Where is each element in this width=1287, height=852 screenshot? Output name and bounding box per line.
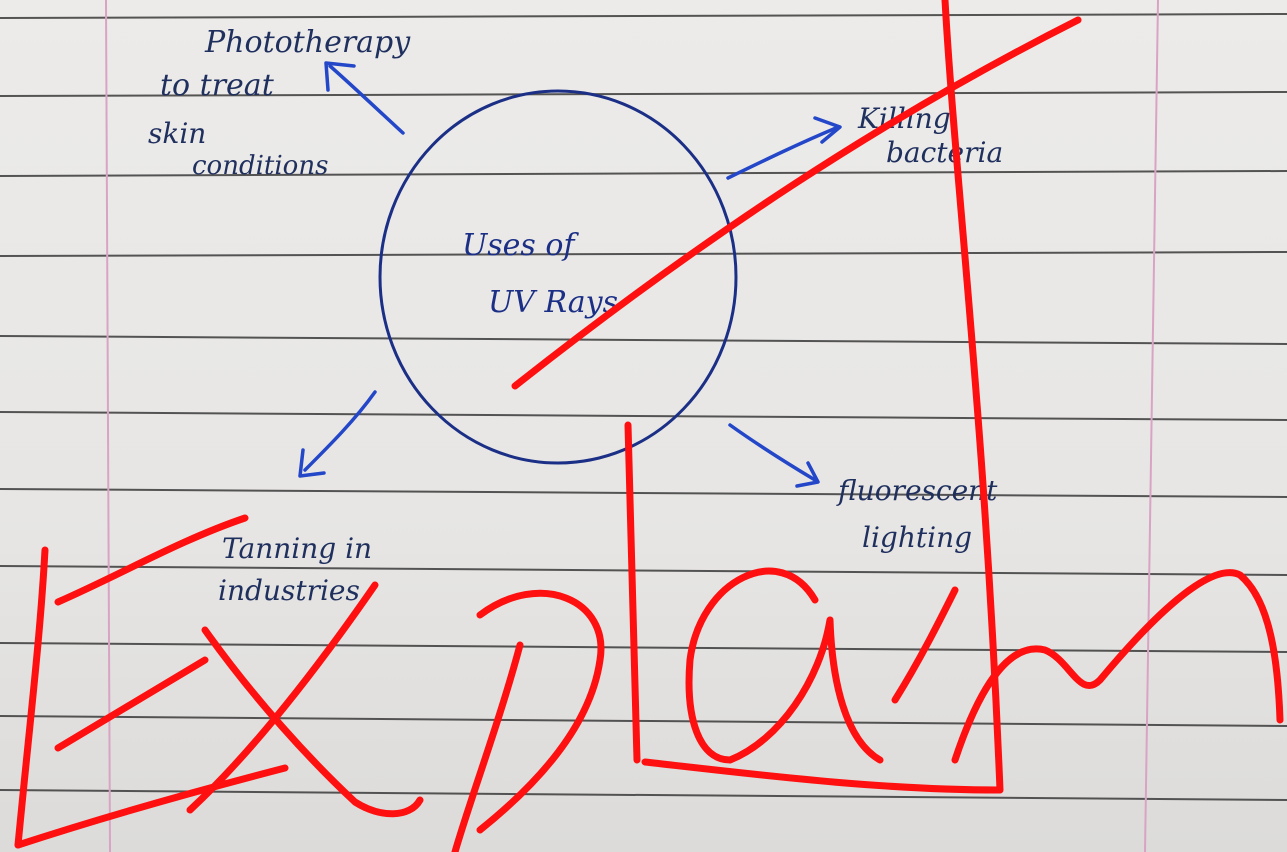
- center-label-line2: UV Rays: [488, 285, 618, 320]
- phototherapy-line2: to treat: [160, 68, 275, 103]
- center-circle: [378, 89, 738, 465]
- ruled-line: [0, 715, 1287, 727]
- tanning-line2: industries: [218, 574, 360, 607]
- left-margin-line: [105, 0, 111, 852]
- ruled-lines: [0, 13, 1287, 801]
- ruled-line: [0, 488, 1287, 498]
- fluorescent-line1: fluorescent: [836, 474, 998, 507]
- phototherapy-line4: conditions: [192, 151, 328, 181]
- phototherapy-line1: Phototherapy: [204, 25, 411, 60]
- ruled-line: [0, 91, 1287, 97]
- fluorescent-line2: lighting: [862, 521, 972, 554]
- arrow-to-tanning: [298, 390, 377, 478]
- ruled-line: [0, 335, 1287, 345]
- ruled-line: [0, 251, 1287, 257]
- center-label-line1: Uses of: [462, 228, 579, 263]
- ruled-line: [0, 789, 1287, 801]
- tanning-line1: Tanning in: [222, 532, 372, 565]
- ruled-line: [0, 642, 1287, 653]
- branch-tanning: Tanning in industries: [218, 532, 372, 607]
- explain-handwriting: [14, 421, 1284, 852]
- right-margin-line: [1144, 0, 1159, 852]
- ruled-line: [0, 13, 1287, 19]
- red-annotation: [14, 0, 1284, 852]
- branch-bacteria: Killing bacteria: [857, 102, 1003, 169]
- phototherapy-line3: skin: [148, 117, 206, 150]
- arrow-to-bacteria: [726, 116, 842, 180]
- ruled-line: [0, 170, 1287, 177]
- strike-diagonal-line: [511, 16, 1082, 390]
- arrow-to-phototherapy: [324, 61, 405, 135]
- branch-fluorescent: fluorescent lighting: [836, 474, 998, 554]
- arrow-to-fluorescent: [728, 423, 820, 488]
- ruled-line: [0, 565, 1287, 576]
- ruled-line: [0, 411, 1287, 421]
- bacteria-line2: bacteria: [886, 136, 1003, 169]
- strike-vertical-bracket: [641, 0, 1004, 794]
- branch-phototherapy: Phototherapy to treat skin conditions: [148, 25, 411, 181]
